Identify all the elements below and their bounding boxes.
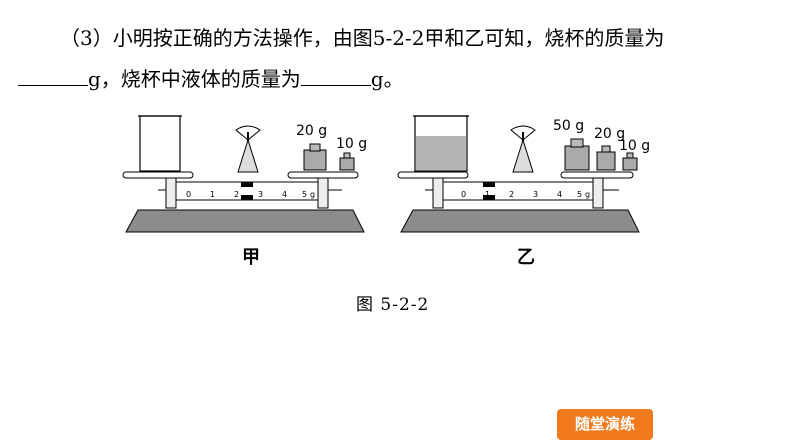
- weight-10g-icon: [622, 157, 638, 171]
- weight-label-20g: 20 g: [594, 126, 625, 142]
- balance-a-rider: [241, 182, 253, 187]
- beaker-empty: [139, 115, 181, 172]
- question-line-2: g，烧杯中液体的质量为 g。: [18, 65, 404, 91]
- scale-tick-label: 1: [210, 190, 215, 199]
- balance-b-base: [400, 209, 640, 233]
- practice-badge-button[interactable]: 随堂演练: [557, 409, 653, 440]
- weight-50g-icon: [564, 145, 590, 171]
- weight-label-10g: 10 g: [619, 138, 650, 154]
- scale-tick-label: 4: [557, 190, 562, 199]
- scale-tick-label: 2: [234, 190, 239, 199]
- scale-tick-label: 5: [577, 190, 582, 199]
- answer-blank-beaker-mass[interactable]: [18, 65, 88, 86]
- question-text-2b: g。: [370, 67, 404, 91]
- scale-tick-label: 3: [258, 190, 263, 199]
- liquid-fill: [416, 136, 466, 170]
- figure-caption: 图 5-2-2: [356, 295, 430, 315]
- scale-tick-label: g: [310, 190, 315, 199]
- scale-tick-label: 1: [485, 190, 490, 199]
- balance-b-figure: 50 g 20 g 10 g 0 1 2 3 4 5 g: [397, 115, 650, 233]
- weight-10g-icon: [339, 157, 355, 171]
- scale-tick-label: 2: [509, 190, 514, 199]
- scale-tick-label: 0: [461, 190, 466, 199]
- weight-20g-icon: [596, 151, 616, 171]
- answer-blank-liquid-mass[interactable]: [300, 65, 371, 86]
- balance-b-right-pan: [560, 171, 634, 179]
- balance-a-label: 甲: [242, 247, 260, 268]
- balance-b-scale: 0 1 2 3 4 5 g: [461, 190, 590, 199]
- balance-a-base: [125, 209, 365, 233]
- balance-b-rider: [483, 182, 495, 187]
- question-text-2a: g，烧杯中液体的质量为: [88, 67, 301, 91]
- weight-label-10g: 10 g: [336, 136, 367, 152]
- question-text-1: （3）小明按正确的方法操作，由图5-2-2甲和乙可知，烧杯的质量为: [60, 26, 665, 50]
- balance-b-left-pan: [397, 171, 469, 179]
- scale-tick-label: 0: [186, 190, 191, 199]
- scale-tick-label: 3: [533, 190, 538, 199]
- balance-a-figure: 20 g 10 g 0 1 2 3 4 5 g: [122, 115, 367, 233]
- question-line-1: （3）小明按正确的方法操作，由图5-2-2甲和乙可知，烧杯的质量为: [60, 26, 664, 50]
- weight-label-50g: 50 g: [553, 118, 584, 134]
- balance-a-left-pan: [122, 171, 194, 179]
- balance-a-scale: 0 1 2 3 4 5 g: [186, 190, 315, 199]
- scale-tick-label: 4: [282, 190, 287, 199]
- balance-a-right-pan: [287, 171, 359, 179]
- scale-tick-label: g: [585, 190, 590, 199]
- scale-tick-label: 5: [302, 190, 307, 199]
- weight-20g-icon: [303, 149, 327, 171]
- weight-label-20g: 20 g: [296, 123, 327, 139]
- balance-b-label: 乙: [517, 247, 535, 268]
